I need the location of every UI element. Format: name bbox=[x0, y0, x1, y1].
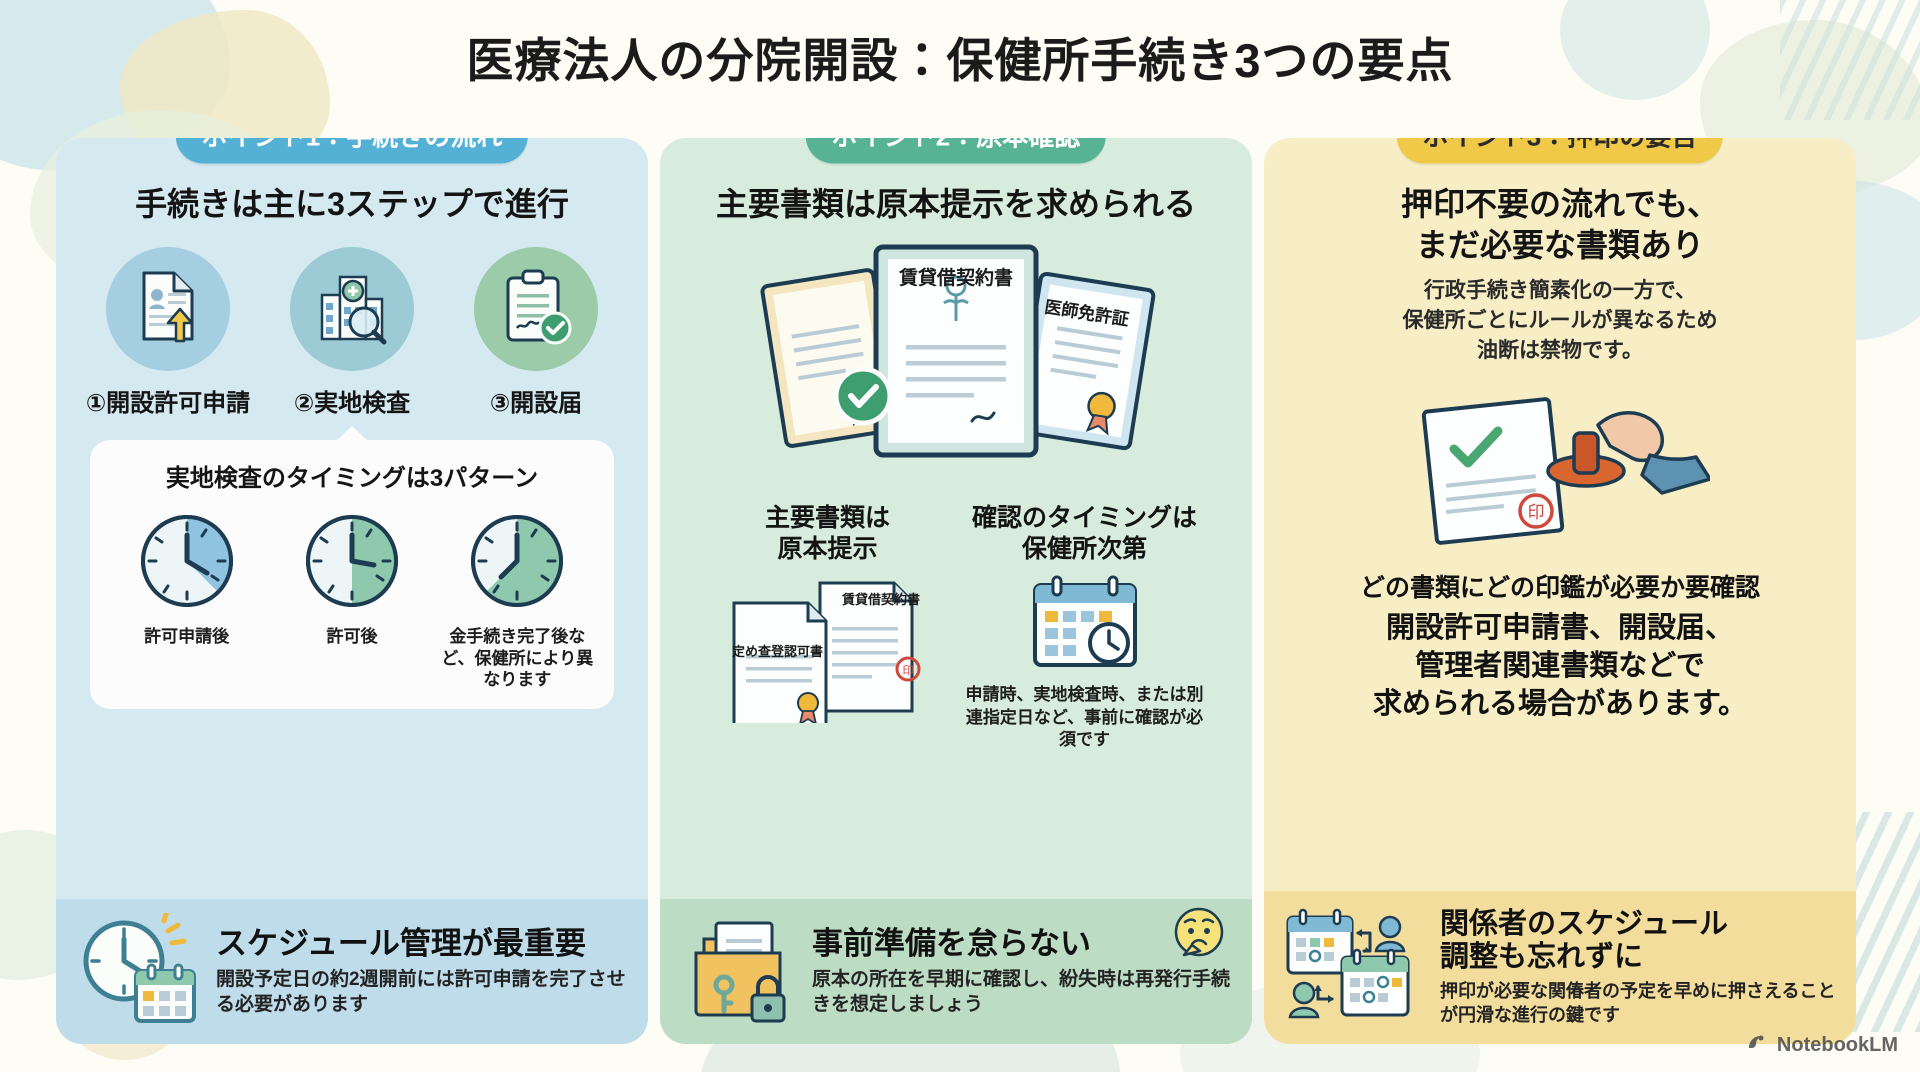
contract-document-icon bbox=[872, 243, 1040, 464]
notebooklm-label: NotebookLM bbox=[1776, 1033, 1898, 1056]
subcolumn-originals-title-line2: 原本提示 bbox=[777, 535, 878, 564]
point-badge-1: ポイント1：手続きの流れ bbox=[175, 138, 529, 164]
inspection-timing-card: 実地検査のタイミングは3パターン bbox=[90, 439, 614, 710]
point-3-subtext-line2: 保健所ごとにルールが異なるため bbox=[1402, 308, 1718, 332]
point-3-subtext: 行政手続き簡素化の一方で、 保健所ごとにルールが異なるため 油断は禁物です。 bbox=[1284, 276, 1836, 365]
clock-item: 許可後 bbox=[269, 509, 434, 648]
page-title: 医療法人の分院開設：保健所手続き3つの要点 bbox=[466, 34, 1454, 87]
step-item: ③開設届 bbox=[451, 246, 621, 418]
point-badge-3: ポイント3：押印の要否 bbox=[1396, 138, 1724, 164]
medical-license-icon bbox=[1011, 268, 1159, 458]
step-item: ②実地検査 bbox=[267, 246, 437, 418]
point-2-footer-title: 事前準備を怠らない bbox=[812, 925, 1091, 961]
point-2-headline: 主要書類は原本提示を求められる bbox=[715, 186, 1196, 222]
point-2-footer: 事前準備を怠らない 原本の所在を早期に確認し、紛失時は再発行手続きを想定しましょ… bbox=[660, 899, 1252, 1044]
point-column-2: ポイント2：原本確認 主要書類は原本提示を求められる bbox=[660, 138, 1252, 1044]
mini-doc-label-contract: 賃貸借契約書 bbox=[842, 592, 921, 608]
clock-list: 許可申請後 bbox=[104, 509, 600, 691]
subcolumn-timing-title-line2: 保健所次第 bbox=[1021, 535, 1147, 564]
step-2-icon-circle bbox=[290, 246, 414, 371]
step-3-label: ③開設届 bbox=[489, 389, 583, 417]
subcolumn-originals: 主要書類は 原本提示 bbox=[704, 503, 951, 751]
subcolumn-timing-title-line1: 確認のタイミングは bbox=[971, 503, 1197, 532]
clock-caption: 許可後 bbox=[326, 626, 378, 646]
step-1-icon-circle bbox=[106, 246, 230, 371]
clock-item: 許可申請後 bbox=[104, 509, 269, 648]
subcolumn-timing: 確認のタイミングは 保健所次第 bbox=[961, 503, 1208, 751]
point-3-headline-line2: まだ必要な書類あり bbox=[1415, 226, 1704, 263]
point-3-headline: 押印不要の流れでも、 まだ必要な書類あり bbox=[1284, 184, 1836, 266]
subcolumn-timing-title: 確認のタイミングは 保健所次第 bbox=[961, 503, 1208, 566]
worried-face-icon bbox=[1170, 905, 1228, 974]
point-3-body: 押印不要の流れでも、 まだ必要な書類あり 行政手続き簡素化の一方で、 保健所ごと… bbox=[1264, 138, 1856, 891]
notebooklm-watermark: NotebookLM bbox=[1745, 1030, 1898, 1060]
documents-illustration: 医師免許証 bbox=[680, 237, 1232, 487]
subcolumn-originals-title-line1: 主要書類は bbox=[764, 503, 890, 532]
clock-item: 金手続き完了後など、保健所により異なります bbox=[435, 509, 600, 691]
stamp-note-line3: 求められる場合があります。 bbox=[1372, 687, 1748, 720]
svg-text:印: 印 bbox=[1528, 503, 1545, 522]
step-item: ①開設許可申請 bbox=[83, 246, 253, 418]
point-3-footer-title-line2: 調整も忘れずに bbox=[1440, 941, 1644, 974]
point-3-footer-text: 関係者のスケジュール 調整も忘れずに 押印が必要な関偆者の予定を早めに押さえるこ… bbox=[1440, 908, 1838, 1028]
step-1-label: ①開設許可申請 bbox=[85, 389, 251, 417]
point-badge-2: ポイント2：原本確認 bbox=[805, 138, 1107, 164]
stamp-note-line1: 開設許可申請書、開設届、 bbox=[1385, 612, 1734, 645]
stamp-note-heading: どの書類にどの印鑑が必要か要確認 bbox=[1359, 574, 1760, 603]
point-3-subtext-line1: 行政手続き簡素化の一方で、 bbox=[1423, 278, 1697, 302]
hatch-pattern bbox=[1780, 0, 1920, 120]
point-3-subtext-line3: 油断は禁物です。 bbox=[1477, 338, 1643, 362]
point-1-footer-sub: 開設予定日の約2週開前には許可申請を完了させる必要があります bbox=[216, 968, 626, 1015]
document-upload-icon bbox=[132, 267, 204, 350]
point-column-3: ポイント3：押印の要否 押印不要の流れでも、 まだ必要な書類あり 行政手続き簡素… bbox=[1264, 138, 1856, 1044]
points-container: ポイント1：手続きの流れ 手続きは主に3ステップで進行 bbox=[56, 138, 1868, 1044]
mini-doc-label-approval: 定め查登認可書 bbox=[732, 644, 824, 660]
point-2-subcolumns: 主要書類は 原本提示 bbox=[680, 503, 1232, 751]
svg-text:印: 印 bbox=[903, 664, 914, 677]
point-1-headline: 手続きは主に3ステップで進行 bbox=[135, 186, 569, 222]
stamp-note-line2: 管理者関連書類などで bbox=[1415, 650, 1705, 683]
clock-caption: 許可申請後 bbox=[144, 626, 230, 646]
calendar-people-sync-icon bbox=[1282, 905, 1426, 1030]
hand-stamp-document-icon: 印 bbox=[1284, 383, 1836, 558]
locked-folder-icon bbox=[678, 913, 798, 1030]
point-3-headline-line1: 押印不要の流れでも、 bbox=[1400, 186, 1720, 222]
clock-icon bbox=[300, 514, 404, 617]
point-2-footer-text: 事前準備を怠らない 原本の所在を早期に確認し、紛失時は再発行手続きを想定しましょ… bbox=[812, 926, 1234, 1017]
point-3-footer-sub: 押印が必要な関偆者の予定を早めに押さえることが円滑な進行の鍵です bbox=[1440, 980, 1836, 1025]
point-2-footer-sub: 原本の所在を早期に確認し、紛失時は再発行手続きを想定しましょう bbox=[812, 968, 1231, 1015]
hospital-inspection-icon bbox=[312, 267, 392, 350]
point-2-body: 主要書類は原本提示を求められる bbox=[660, 138, 1252, 899]
subcolumn-timing-caption: 申請時、実地検査時、または別連指定日など、事前に確認が必須です bbox=[965, 685, 1204, 749]
contract-document-label: 賃貸借契約書 bbox=[898, 267, 1014, 289]
clock-icon bbox=[135, 514, 239, 617]
point-1-footer-text: スケジュール管理が最重要 開設予定日の約2週開前には許可申請を完了させる必要があ… bbox=[216, 926, 630, 1017]
check-circle-icon bbox=[832, 365, 894, 432]
notebooklm-logo-icon bbox=[1745, 1030, 1769, 1060]
two-documents-icon: 印 賃貸借契約書 定め查登認可書 bbox=[704, 573, 951, 724]
point-1-body: 手続きは主に3ステップで進行 bbox=[56, 138, 648, 899]
clipboard-check-icon bbox=[498, 266, 574, 351]
clock-calendar-icon bbox=[74, 908, 202, 1030]
step-3-icon-circle bbox=[474, 246, 598, 371]
subcolumn-originals-title: 主要書類は 原本提示 bbox=[704, 503, 951, 566]
clock-icon bbox=[465, 514, 569, 617]
inspection-timing-title: 実地検査のタイミングは3パターン bbox=[165, 464, 539, 492]
stamp-note-body: 開設許可申請書、開設届、 管理者関連書類などで 求められる場合があります。 bbox=[1284, 610, 1836, 723]
point-column-1: ポイント1：手続きの流れ 手続きは主に3ステップで進行 bbox=[56, 138, 648, 1044]
point-3-footer-title: 関係者のスケジュール 調整も忘れずに bbox=[1440, 908, 1838, 975]
point-1-footer-title: スケジュール管理が最重要 bbox=[216, 925, 586, 961]
point-3-footer: 関係者のスケジュール 調整も忘れずに 押印が必要な関偆者の予定を早めに押さえるこ… bbox=[1264, 891, 1856, 1044]
clock-caption: 金手続き完了後など、保健所により異なります bbox=[441, 626, 594, 690]
calendar-clock-icon bbox=[1029, 571, 1141, 676]
point-1-footer: スケジュール管理が最重要 開設予定日の約2週開前には許可申請を完了させる必要があ… bbox=[56, 899, 648, 1044]
steps-list: ①開設許可申請 bbox=[76, 246, 628, 418]
step-2-label: ②実地検査 bbox=[293, 389, 411, 417]
point-3-footer-title-line1: 関係者のスケジュール bbox=[1440, 907, 1728, 940]
